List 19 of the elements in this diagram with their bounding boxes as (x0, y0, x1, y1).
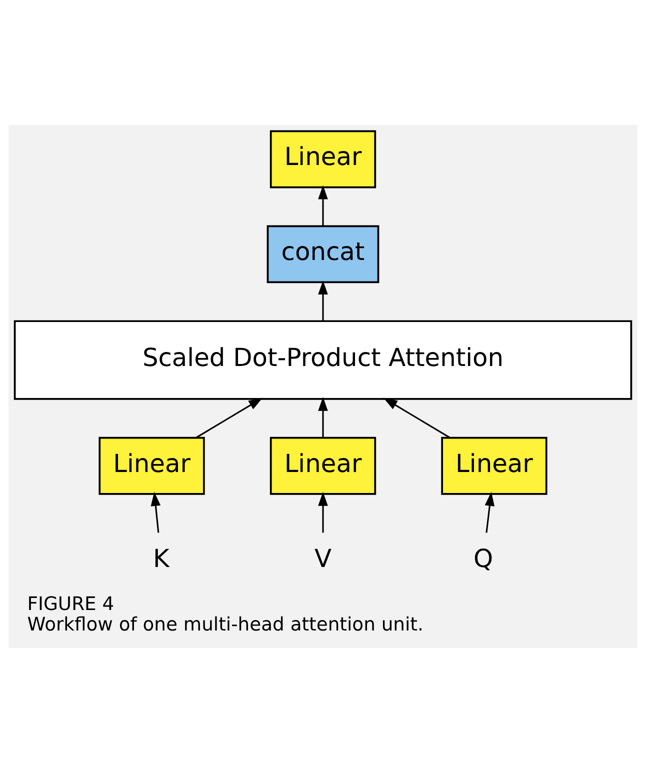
node-box: Linear (270, 436, 376, 495)
arrow (318, 280, 328, 321)
node-box: Linear (441, 436, 548, 495)
arrow (196, 398, 263, 438)
node-box: Scaled Dot-Product Attention (14, 320, 632, 400)
caption: Workflow of one multi-head attention unit. (27, 614, 424, 636)
arrow (150, 492, 161, 533)
node-box: Linear (270, 130, 376, 188)
arrow (484, 492, 495, 533)
node-box: concat (266, 225, 380, 284)
node-text: V (314, 544, 332, 573)
arrow (383, 398, 450, 438)
arrow (318, 492, 328, 533)
node-box: Linear (98, 436, 205, 495)
node-text: K (152, 544, 170, 573)
arrow (318, 185, 328, 226)
arrow (318, 396, 328, 438)
diagram-title: FIGURE 4 (27, 594, 114, 616)
node-text: Q (474, 544, 494, 573)
